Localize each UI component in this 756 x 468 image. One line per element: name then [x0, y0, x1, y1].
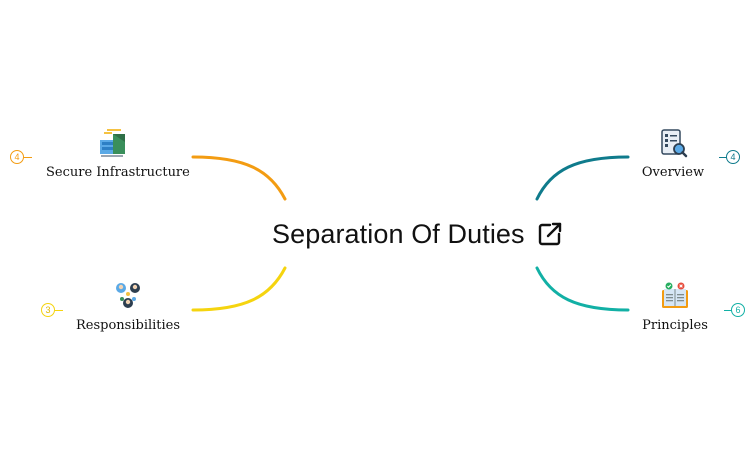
checklist-book-icon — [660, 281, 690, 311]
badge-count: 3 — [45, 305, 51, 315]
badge-connector — [724, 309, 732, 311]
connector-responsibilities — [191, 266, 287, 312]
badge-connector — [719, 156, 727, 158]
external-link-icon[interactable] — [537, 221, 563, 247]
connector-principles — [535, 266, 630, 312]
badge-count: 6 — [735, 305, 741, 315]
badge-connector — [55, 309, 63, 311]
central-topic-title: Separation Of Duties — [272, 218, 525, 249]
badge-connector — [24, 156, 32, 158]
node-label: Responsibilities — [76, 318, 181, 333]
node-label: Principles — [642, 318, 708, 333]
server-building-icon — [98, 128, 128, 158]
badge-count: 4 — [730, 152, 736, 162]
badge-responsibilities[interactable]: 3 — [41, 303, 55, 317]
badge-count: 4 — [14, 152, 20, 162]
node-label: Secure Infrastructure — [46, 165, 190, 180]
node-overview[interactable]: Overview — [638, 128, 708, 180]
node-principles[interactable]: Principles — [638, 281, 712, 333]
people-roles-icon — [113, 281, 143, 311]
badge-overview[interactable]: 4 — [726, 150, 740, 164]
connector-overview — [535, 155, 630, 201]
node-responsibilities[interactable]: Responsibilities — [76, 281, 180, 333]
central-topic[interactable]: Separation Of Duties — [272, 216, 563, 252]
document-search-icon — [658, 128, 688, 158]
node-secure-infrastructure[interactable]: Secure Infrastructure — [46, 128, 190, 180]
connector-secure-infrastructure — [191, 155, 287, 201]
badge-principles[interactable]: 6 — [731, 303, 745, 317]
badge-secure-infrastructure[interactable]: 4 — [10, 150, 24, 164]
node-label: Overview — [641, 165, 705, 180]
